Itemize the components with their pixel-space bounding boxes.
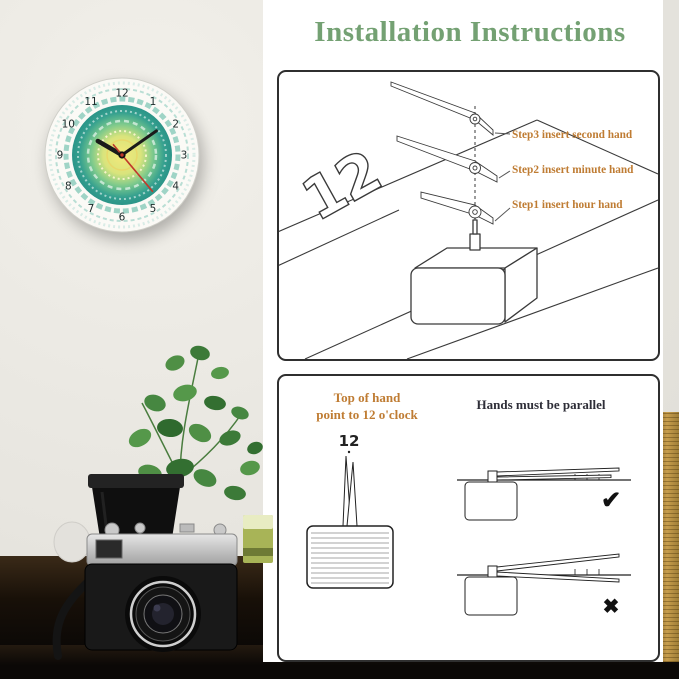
numeral-2: 2 — [172, 119, 179, 131]
viewfinder — [95, 539, 123, 559]
alignment-panel: Top of hand point to 12 o'clock Hands mu… — [277, 374, 660, 662]
numeral-6: 6 — [119, 212, 126, 224]
hand-shaft — [469, 233, 481, 251]
wall-clock: 12 1 2 3 4 5 6 7 8 9 10 11 — [44, 77, 200, 233]
camera-strap — [52, 576, 94, 660]
numeral-12: 12 — [115, 88, 128, 100]
numeral-7: 7 — [88, 203, 95, 215]
right-caption: Hands must be parallel — [477, 397, 606, 412]
alignment-diagram: Top of hand point to 12 o'clock Hands mu… — [306, 390, 631, 618]
clock-movement-3d — [410, 219, 538, 325]
hour-hand — [95, 138, 125, 158]
numeral-5: 5 — [150, 203, 157, 215]
step2-label: Step2 insert minute hand — [512, 164, 634, 176]
vintage-camera — [52, 522, 238, 660]
clock-numerals: 12 1 2 3 4 5 6 7 8 9 10 11 — [57, 88, 188, 224]
numeral-3: 3 — [181, 150, 188, 162]
left-caption-line1: Top of hand — [334, 390, 401, 405]
parallel-correct-diagram: ✔ — [457, 467, 631, 521]
numeral-9: 9 — [57, 150, 64, 162]
second-hand-part — [390, 81, 494, 136]
still-life-photo — [52, 345, 273, 660]
white-vase — [53, 521, 91, 563]
minute-hand-part — [396, 135, 498, 183]
movement-side-2 — [464, 576, 518, 616]
movement-hatching — [311, 532, 389, 584]
assembly-diagram: 12 — [279, 81, 658, 359]
cross-icon: ✖ — [603, 596, 620, 618]
numeral-11: 11 — [84, 96, 97, 108]
numeral-10: 10 — [62, 119, 75, 131]
page-title: Installation Instructions — [314, 16, 626, 48]
step1-label: Step1 insert hour hand — [512, 199, 623, 211]
minute-hand — [120, 129, 158, 157]
leader-lines — [494, 132, 511, 222]
numeral-4: 4 — [172, 181, 179, 193]
movement-front — [306, 525, 394, 589]
front-view-numeral-12: 12 — [339, 432, 360, 450]
parallel-wrong-diagram: ✖ — [457, 553, 631, 618]
step3-label: Step3 insert second hand — [512, 129, 633, 141]
numeral-8: 8 — [65, 181, 72, 193]
numeral-1: 1 — [150, 96, 157, 108]
second-hand — [112, 143, 154, 193]
checkmark-icon: ✔ — [601, 488, 621, 514]
film-box — [243, 515, 273, 563]
hour-hand-part — [420, 191, 494, 225]
left-caption-line2: point to 12 o'clock — [316, 407, 418, 422]
camera-lens — [125, 576, 201, 652]
movement-side — [464, 481, 518, 521]
alignment-dot — [347, 450, 351, 454]
front-view-diagram: 12 — [306, 432, 394, 589]
installation-steps-panel: 12 — [277, 70, 660, 361]
